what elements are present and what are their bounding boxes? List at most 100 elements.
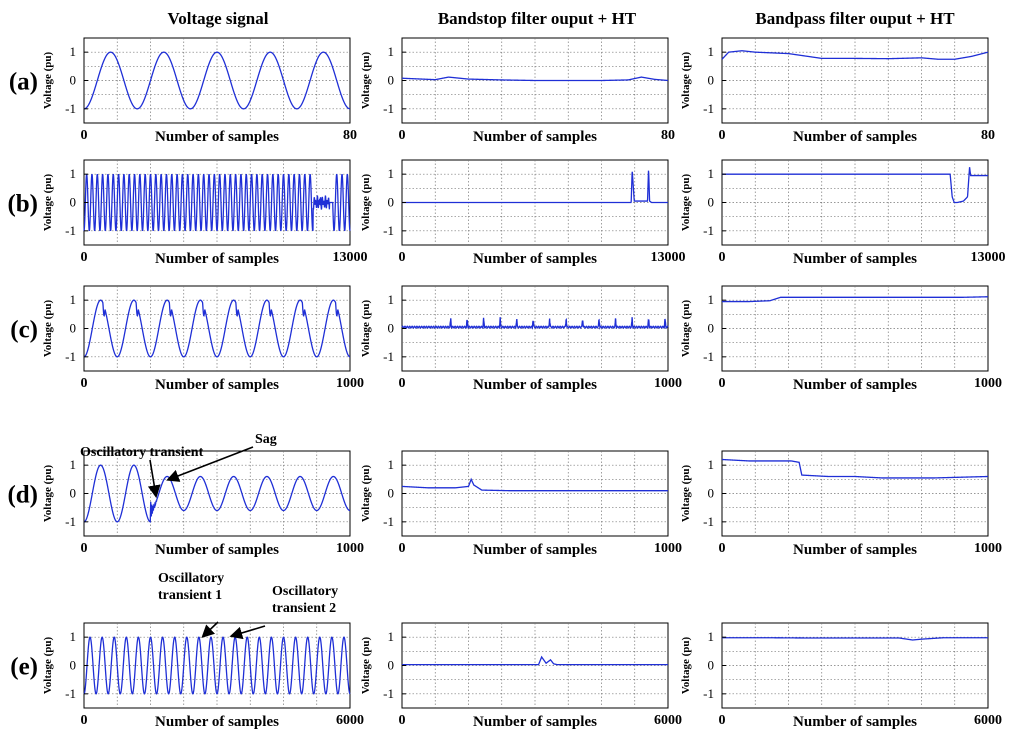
x-tick-label: 0 [399,713,406,728]
series-line-b3 [722,167,988,204]
column-titles: Voltage signal Bandstop filter ouput + H… [168,9,956,28]
y-tick-label: 1 [708,457,715,472]
series-line-b2 [402,170,668,204]
annotation-arrow [229,625,266,640]
y-tick-label: 0 [70,486,77,501]
y-tick-label: -1 [703,223,714,238]
series-line-d1 [83,464,351,523]
x-axis-label: Number of samples [793,714,917,730]
row-label: (c) [10,317,38,344]
y-tick-label: -1 [703,686,714,701]
row-label: (a) [9,69,38,96]
y-tick-label: -1 [65,349,76,364]
y-tick-label: 0 [70,658,77,673]
x-axis-label: Number of samples [793,251,917,267]
x-tick-label: 0 [81,541,88,556]
x-tick-label: 0 [81,713,88,728]
series-line-a1 [83,51,351,110]
x-tick-label: 0 [81,376,88,391]
y-tick-label: 1 [70,292,77,307]
x-tick-label: 0 [81,128,88,143]
row-label: (b) [7,191,38,218]
x-axis-label: Number of samples [473,542,597,558]
series-line-c1 [83,299,351,358]
y-axis-label: Voltage (pu) [360,51,372,109]
x-tick-label: 1000 [654,376,682,391]
x-axis-label: Number of samples [155,542,279,558]
y-tick-label: -1 [703,514,714,529]
y-tick-label: -1 [65,101,76,116]
y-tick-label: 1 [388,629,395,644]
y-axis-label: Voltage (pu) [680,464,692,522]
x-tick-label: 1000 [336,376,364,391]
annotation-arrow [201,621,219,638]
y-axis-label: Voltage (pu) [680,299,692,357]
y-tick-label: 0 [388,73,395,88]
y-tick-label: -1 [383,514,394,529]
y-tick-label: 0 [708,195,715,210]
y-axis-label: Voltage (pu) [42,51,54,109]
annotation-line: Oscillatory [272,584,338,599]
x-tick-label: 1000 [974,541,1002,556]
y-axis-label: Voltage (pu) [680,173,692,231]
y-tick-label: -1 [383,223,394,238]
x-axis-label: Number of samples [473,377,597,393]
x-axis-label: Number of samples [473,714,597,730]
x-tick-label: 0 [719,713,726,728]
series-line-e3 [722,637,988,641]
x-tick-label: 6000 [654,713,682,728]
y-tick-label: -1 [703,101,714,116]
y-tick-label: 1 [388,166,395,181]
y-axis-label: Voltage (pu) [42,636,54,694]
annotation-arrow [166,446,254,482]
x-tick-label: 13000 [651,250,686,265]
x-axis-label: Number of samples [155,251,279,267]
series-line-c3 [722,296,988,303]
y-tick-label: -1 [65,686,76,701]
x-axis-label: Number of samples [793,377,917,393]
y-axis-label: Voltage (pu) [680,636,692,694]
x-axis-label: Number of samples [155,714,279,730]
y-tick-label: 0 [388,321,395,336]
y-tick-label: 0 [388,486,395,501]
x-tick-label: 0 [399,128,406,143]
y-tick-label: 1 [388,457,395,472]
y-axis-label: Voltage (pu) [42,173,54,231]
y-tick-label: 1 [70,457,77,472]
annotation-text: Oscillatory transient [80,445,204,460]
x-tick-label: 0 [719,541,726,556]
y-axis-label: Voltage (pu) [680,51,692,109]
x-tick-label: 1000 [974,376,1002,391]
col-title-voltage: Voltage signal [168,9,269,28]
x-tick-label: 0 [81,250,88,265]
y-tick-label: 1 [388,44,395,59]
series-line-b1 [83,174,351,231]
y-tick-label: 1 [70,44,77,59]
y-axis-label: Voltage (pu) [360,464,372,522]
y-axis-label: Voltage (pu) [360,173,372,231]
y-tick-label: -1 [383,101,394,116]
x-tick-label: 80 [343,128,357,143]
y-tick-label: 0 [708,658,715,673]
x-tick-label: 0 [399,250,406,265]
y-axis-label: Voltage (pu) [42,299,54,357]
y-tick-label: 0 [388,658,395,673]
x-tick-label: 1000 [654,541,682,556]
col-title-bandpass: Bandpass filter ouput + HT [755,9,955,28]
row-label: (d) [7,482,38,509]
x-axis-label: Number of samples [155,377,279,393]
y-tick-label: -1 [703,349,714,364]
x-tick-label: 80 [661,128,675,143]
x-tick-label: 0 [399,376,406,391]
